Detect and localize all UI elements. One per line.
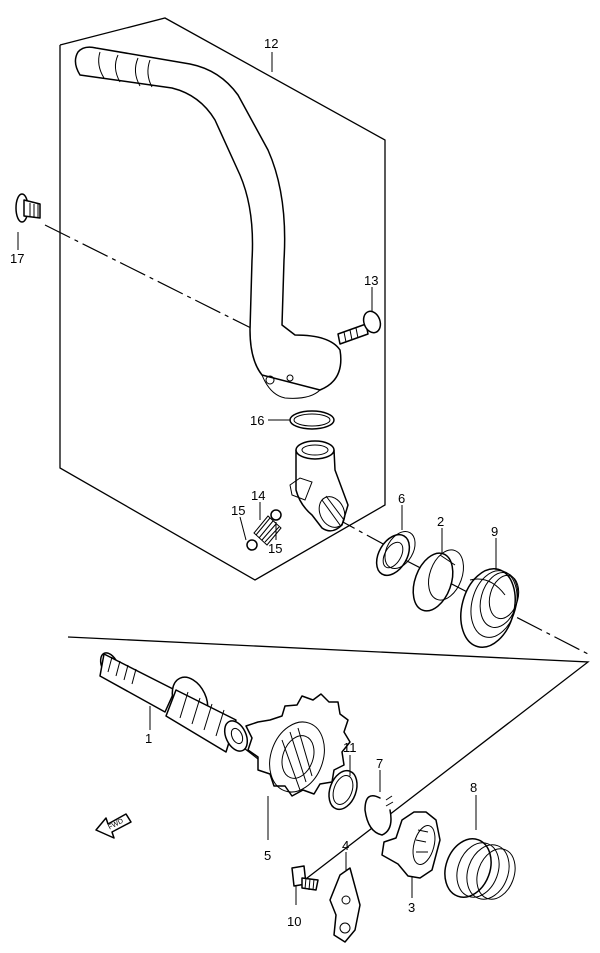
fwd-arrow-icon: FWD — [95, 813, 132, 839]
label-2: 2 — [437, 514, 444, 529]
label-17: 17 — [10, 251, 24, 266]
spring-part-8 — [444, 838, 516, 900]
part-labels: 12 17 13 16 14 15 15 6 2 9 1 11 7 8 5 4 … — [10, 36, 498, 929]
label-12: 12 — [264, 36, 278, 51]
label-15a: 15 — [231, 503, 245, 518]
washer-part-11 — [328, 769, 358, 811]
label-9: 9 — [491, 524, 498, 539]
ratchet-part-3 — [381, 811, 441, 879]
ball-part-15b — [270, 509, 282, 521]
kick-gear-part-5 — [245, 693, 351, 797]
circlip-part-7 — [364, 795, 394, 836]
upper-assembly-frame — [59, 17, 386, 581]
bolt-part-17 — [15, 193, 41, 223]
label-7: 7 — [376, 756, 383, 771]
label-13: 13 — [364, 273, 378, 288]
label-5: 5 — [264, 848, 271, 863]
leader-lines — [17, 52, 497, 905]
spring-part-14 — [253, 515, 282, 546]
kick-shaft-boss-part — [289, 440, 349, 532]
bolt-part-13 — [337, 310, 382, 345]
kick-starter-shaft-part-1 — [99, 652, 249, 753]
label-8: 8 — [470, 780, 477, 795]
label-1: 1 — [145, 731, 152, 746]
kick-lever-part — [74, 46, 342, 399]
label-4: 4 — [342, 838, 349, 853]
guide-plate-part-4 — [329, 867, 361, 943]
label-15b: 15 — [268, 541, 282, 556]
label-11: 11 — [343, 740, 357, 755]
bolt-part-10 — [291, 865, 319, 891]
spring-guide-part-2 — [412, 549, 464, 612]
bushing-part-6 — [375, 531, 416, 577]
label-6: 6 — [398, 491, 405, 506]
ball-part-15a — [246, 539, 258, 551]
label-10: 10 — [287, 914, 301, 929]
label-16: 16 — [250, 413, 264, 428]
label-3: 3 — [408, 900, 415, 915]
kick-spring-part-9 — [460, 568, 520, 648]
label-14: 14 — [251, 488, 265, 503]
o-ring-part-16 — [289, 410, 335, 430]
lower-assembly-frame — [67, 636, 590, 886]
